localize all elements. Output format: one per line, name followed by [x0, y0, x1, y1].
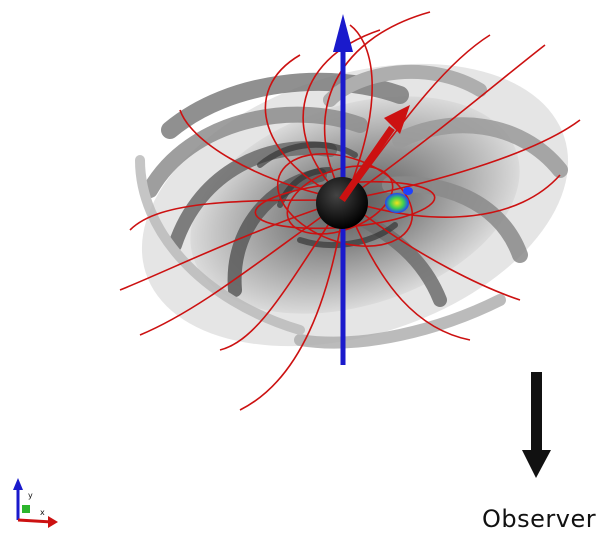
central-star — [316, 177, 368, 229]
magnetic-axis-arrow — [339, 105, 410, 202]
observer-label: Observer — [482, 505, 597, 533]
triad-y-label: y — [28, 491, 33, 500]
hotspot — [385, 187, 413, 213]
xyz-orientation-triad-icon: y x — [13, 478, 58, 528]
triad-x-label: x — [40, 508, 45, 517]
observer-arrow-icon — [522, 372, 551, 478]
